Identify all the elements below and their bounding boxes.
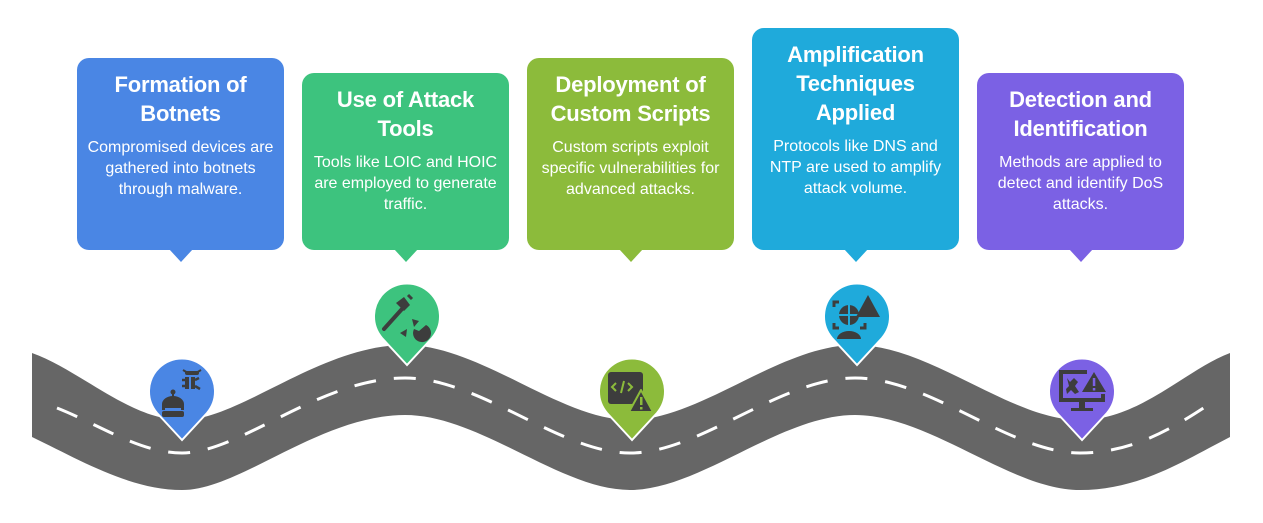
robot-bug-icon (162, 369, 202, 417)
network-amplify-icon (832, 295, 880, 339)
title-line: Deployment of (555, 72, 706, 97)
road-centerline (56, 376, 1206, 455)
callout-tail (1068, 249, 1093, 262)
monitor-alert-icon (1059, 370, 1106, 411)
step-title: Amplification Techniques Applied (762, 40, 949, 127)
title-line: Use of Attack (336, 87, 475, 112)
step-description: Methods are applied to detect and identi… (997, 154, 1164, 213)
title-line: Detection and (1009, 87, 1152, 112)
callout-tail (618, 249, 643, 262)
map-pin-4 (823, 283, 891, 367)
callout-tail (393, 249, 418, 262)
title-line: Identification (1013, 116, 1148, 141)
step-title: Use of Attack Tools (312, 85, 499, 143)
step-card-use-of-attack-tools: Use of Attack Tools Tools like LOIC and … (302, 73, 509, 262)
callout-tail (843, 249, 868, 262)
step-title: Formation of Botnets (87, 70, 274, 128)
step-card-formation-of-botnets: Formation of Botnets Compromised devices… (77, 58, 284, 262)
callout-tail (168, 249, 193, 262)
title-line: Techniques (796, 71, 915, 96)
title-line: Tools (377, 116, 434, 141)
map-pin-3 (598, 358, 666, 442)
step-card-amplification-techniques-applied: Amplification Techniques Applied Protoco… (752, 28, 959, 262)
map-pin-1 (148, 358, 216, 442)
road-surface (32, 345, 1230, 490)
step-description: Compromised devices are gathered into bo… (87, 139, 274, 198)
step-title: Detection and Identification (987, 85, 1174, 143)
title-line: Custom Scripts (550, 101, 711, 126)
title-line: Botnets (140, 101, 221, 126)
title-line: Amplification (787, 42, 924, 67)
code-warning-icon (608, 372, 654, 413)
title-line: Applied (815, 100, 896, 125)
step-title: Deployment of Custom Scripts (537, 70, 724, 128)
title-line: Formation of (114, 72, 247, 97)
step-card-detection-and-identification: Detection and Identification Methods are… (977, 73, 1184, 262)
step-card-deployment-of-custom-scripts: Deployment of Custom Scripts Custom scri… (527, 58, 734, 262)
map-pin-2 (373, 283, 441, 367)
step-description: Protocols like DNS and NTP are used to a… (769, 138, 942, 197)
axe-debris-icon (382, 293, 432, 343)
map-pin-5 (1048, 358, 1116, 442)
step-description: Custom scripts exploit specific vulnerab… (541, 139, 720, 198)
step-description: Tools like LOIC and HOIC are employed to… (313, 154, 498, 213)
